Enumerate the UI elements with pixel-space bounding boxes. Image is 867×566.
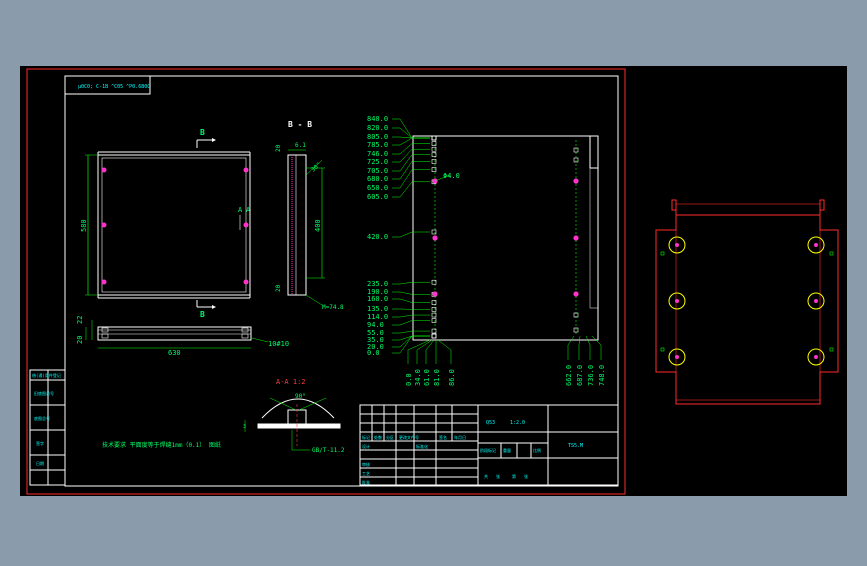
tb-cell: 重量 <box>503 447 511 453</box>
tb-cell: 签名 <box>439 434 447 440</box>
dim-aa-small: 3 <box>243 424 246 430</box>
dim-label-x: 748.0 <box>598 365 606 386</box>
tb-cell: 张 <box>496 473 500 479</box>
dim-label-y: 785.0 <box>367 141 388 149</box>
dim-label-y: 94.0 <box>367 321 384 329</box>
tb-cell: 1:2.0 <box>510 420 525 426</box>
dim-bb-top: 6.1 <box>295 142 306 149</box>
dim-label-x: 662.0 <box>565 365 573 386</box>
tb-cell: 审核 <box>362 461 370 467</box>
header-label: μ0C0; C-1B ^C05 ^P0.6B0C <box>78 84 150 90</box>
tb-cell: 张 <box>524 473 528 479</box>
dim-label-y: 605.0 <box>367 193 388 201</box>
aa-callout: GB/T-11.2 <box>312 447 345 454</box>
tb-cell: 年月日 <box>454 434 466 440</box>
dim-label-y: 805.0 <box>367 133 388 141</box>
dim-label-x: 0.0 <box>405 373 413 386</box>
dim-label-y: 725.0 <box>367 158 388 166</box>
dim-label-x: 687.0 <box>576 365 584 386</box>
tb-cell: 工艺 <box>362 471 370 476</box>
dim-height: 580 <box>80 219 88 232</box>
tb-cell: 处数 <box>374 434 382 440</box>
dim-label-y: 420.0 <box>367 233 388 241</box>
dim-bb-side: 20 <box>275 144 282 152</box>
section-b-label: B <box>200 128 205 137</box>
sidebar-label: 旧底图总号 <box>34 390 54 396</box>
section-b-label-bottom: B <box>200 310 205 319</box>
dim-label-y: 746.0 <box>367 150 388 158</box>
mounting-hole <box>102 168 107 173</box>
dim-strip-b: 20 <box>76 336 84 344</box>
layout-hole <box>432 235 437 240</box>
dim-label-y: 135.0 <box>367 305 388 313</box>
tb-cell: 比例 <box>533 447 541 453</box>
section-bb-title: B - B <box>288 120 312 129</box>
mounting-hole <box>102 223 107 228</box>
dim-label-y: 680.0 <box>367 175 388 183</box>
dim-label-y: 705.0 <box>367 167 388 175</box>
dim-strip-width: 630 <box>168 349 181 357</box>
dim-label-y: 650.0 <box>367 184 388 192</box>
layout-hole <box>573 178 578 183</box>
technical-note: 技术要求 平面度等于焊缝1mm（0.1） 图纸 <box>102 441 221 449</box>
dim-label-y: 0.0 <box>367 349 380 357</box>
tb-cell: 共 <box>484 473 488 479</box>
layout-hole <box>573 291 578 296</box>
layout-hole <box>432 291 437 296</box>
tb-cell: 第 <box>512 473 516 479</box>
layout-hole <box>573 235 578 240</box>
dim-label-y: 160.0 <box>367 295 388 303</box>
dim-label-x: 736.0 <box>587 365 595 386</box>
tb-cell: 更改文件号 <box>399 434 419 440</box>
tb-cell: 阶段标记 <box>480 447 496 453</box>
sidebar-label: 签字 <box>36 440 44 446</box>
dim-label-x: 34.0 <box>414 369 422 386</box>
tb-cell: Q53 <box>486 420 495 426</box>
dim-label-y: 235.0 <box>367 280 388 288</box>
tb-cell: 分区 <box>386 434 394 440</box>
dim-label-y: 820.0 <box>367 124 388 132</box>
dim-aa-angle: 90° <box>295 393 306 400</box>
dim-label-y: 840.0 <box>367 115 388 123</box>
sidebar-label: 底图总号 <box>34 415 50 421</box>
dim-label-x: 86.0 <box>448 369 456 386</box>
tb-cell: 标记 <box>362 434 370 440</box>
hole-callout: Φ4.0 <box>443 172 460 180</box>
dim-label-y: 114.0 <box>367 313 388 321</box>
tb-cell: 标准化 <box>416 443 428 449</box>
mounting-hole <box>102 280 107 285</box>
dim-strip-a: 22 <box>76 316 84 324</box>
mounting-hole <box>244 280 249 285</box>
sidebar-label: 日期 <box>36 460 44 466</box>
tb-cell: 设计 <box>362 443 370 449</box>
tb-cell: 批准 <box>362 479 370 485</box>
sidebar-label: 借(通)用件登记 <box>32 372 61 378</box>
dim-label-x: 61.0 <box>423 369 431 386</box>
bb-callout: M=74.8 <box>322 304 344 311</box>
detail-aa-title: A-A 1:2 <box>276 378 306 386</box>
tb-cell: TS5.M <box>568 443 583 449</box>
dim-bb-bottom: 20 <box>275 284 282 292</box>
dim-bb-length: 400 <box>314 219 322 232</box>
dim-label-x: 81.0 <box>433 369 441 386</box>
mounting-hole <box>244 168 249 173</box>
mounting-hole <box>244 223 249 228</box>
strip-callout: 10#10 <box>268 340 289 348</box>
